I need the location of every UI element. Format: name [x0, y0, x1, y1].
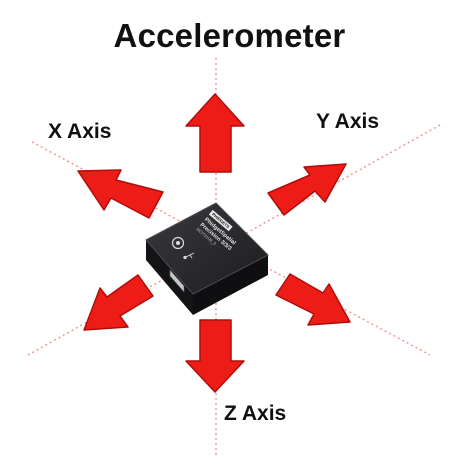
device-top-face	[146, 203, 268, 294]
arrow-lower-right	[275, 273, 351, 326]
x-axis-label: X Axis	[48, 120, 112, 143]
device-right-face	[193, 255, 268, 315]
usb-icon	[183, 252, 195, 260]
phidgets-logo	[171, 236, 185, 250]
usb-port	[169, 269, 185, 293]
arrow-up	[185, 93, 245, 173]
device-top-edge	[145, 202, 269, 295]
brand-badge	[208, 209, 233, 232]
arrow-down	[185, 319, 245, 393]
arrow-upper-left	[77, 169, 164, 219]
z-axis-label: Z Axis	[224, 402, 287, 425]
diagram-title: Accelerometer	[113, 17, 346, 54]
arrow-upper-right	[267, 163, 347, 216]
y-axis-label: Y Axis	[316, 110, 380, 133]
arrow-lower-left	[83, 274, 154, 331]
accelerometer-device: PHIDGETS PhidgetSpatial Precision 3/3/3 …	[145, 202, 269, 315]
device-front-face	[146, 240, 193, 315]
